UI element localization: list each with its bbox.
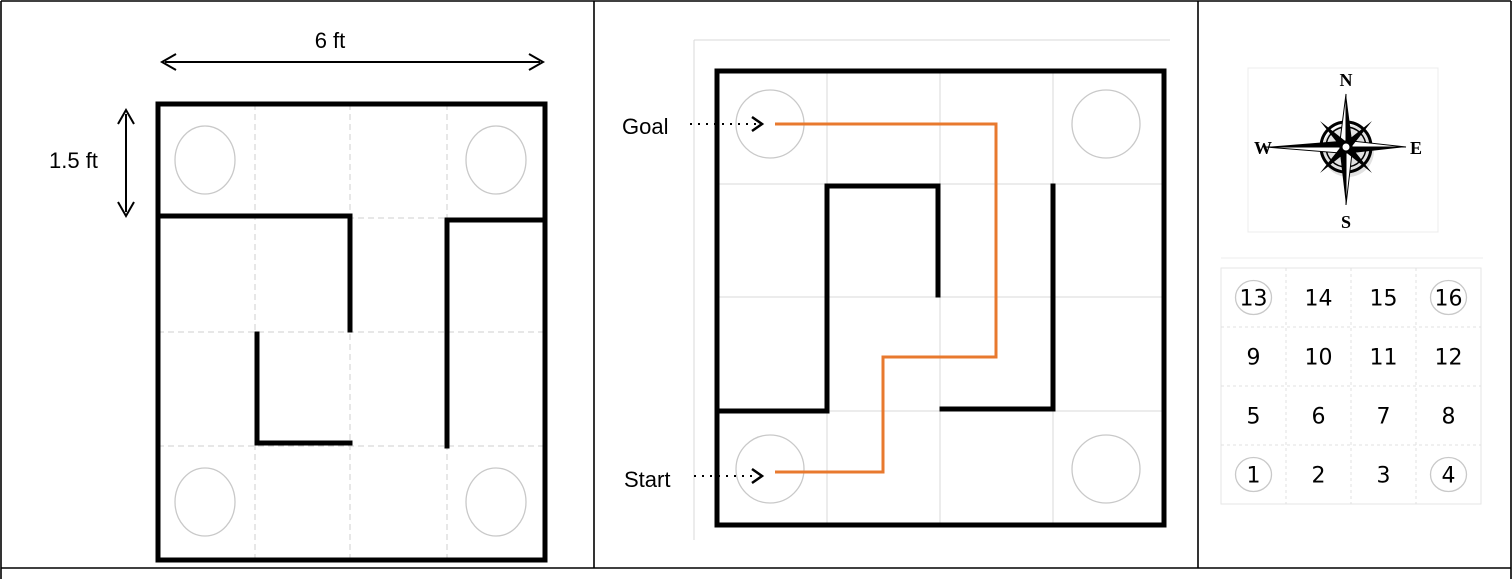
- cell-number-15: 15: [1370, 287, 1398, 312]
- cell-number-6: 6: [1312, 405, 1326, 430]
- compass-west: W: [1254, 138, 1272, 158]
- compass-south: S: [1341, 212, 1351, 232]
- cell-number-16: 16: [1435, 287, 1463, 312]
- cell-circle-marker: [1429, 456, 1468, 493]
- height-dimension-arrow: [117, 107, 135, 219]
- middle-grid: [693, 39, 1170, 540]
- cell-number-4: 4: [1442, 464, 1456, 489]
- left-corner-circles: [174, 125, 527, 537]
- cell-number-10: 10: [1305, 346, 1333, 371]
- middle-maze-panel: Goal Start: [622, 39, 1170, 540]
- cell-circle-marker: [1234, 279, 1273, 316]
- goal-dotted-arrow: [690, 115, 765, 133]
- height-label: 1.5 ft: [49, 148, 98, 173]
- left-maze-panel: 6 ft 1.5 ft: [49, 28, 548, 563]
- cell-number-14: 14: [1305, 287, 1333, 312]
- start-label: Start: [624, 467, 670, 492]
- compass-east: E: [1410, 138, 1422, 158]
- cell-number-13: 13: [1240, 287, 1268, 312]
- cell-number-8: 8: [1442, 405, 1456, 430]
- cell-number-7: 7: [1377, 405, 1391, 430]
- left-maze-walls: [155, 101, 548, 563]
- goal-label: Goal: [622, 114, 668, 139]
- cell-number-9: 9: [1247, 346, 1261, 371]
- compass-north: N: [1340, 70, 1353, 90]
- cell-number-1: 1: [1247, 464, 1261, 489]
- middle-maze-walls: [714, 68, 1167, 528]
- width-label: 6 ft: [315, 28, 346, 53]
- start-dotted-arrow: [694, 467, 765, 485]
- cell-circle-marker: [1429, 279, 1468, 316]
- cell-number-5: 5: [1247, 405, 1261, 430]
- compass-rose-icon: [1265, 93, 1407, 206]
- cell-number-12: 12: [1435, 346, 1463, 371]
- cell-number-3: 3: [1377, 464, 1391, 489]
- cell-circle-marker: [1234, 456, 1273, 493]
- solution-path: [775, 122, 998, 474]
- cell-number-11: 11: [1370, 346, 1398, 371]
- width-dimension-arrow: [159, 53, 546, 71]
- middle-corner-circles: [735, 89, 1141, 504]
- cell-number-2: 2: [1312, 464, 1326, 489]
